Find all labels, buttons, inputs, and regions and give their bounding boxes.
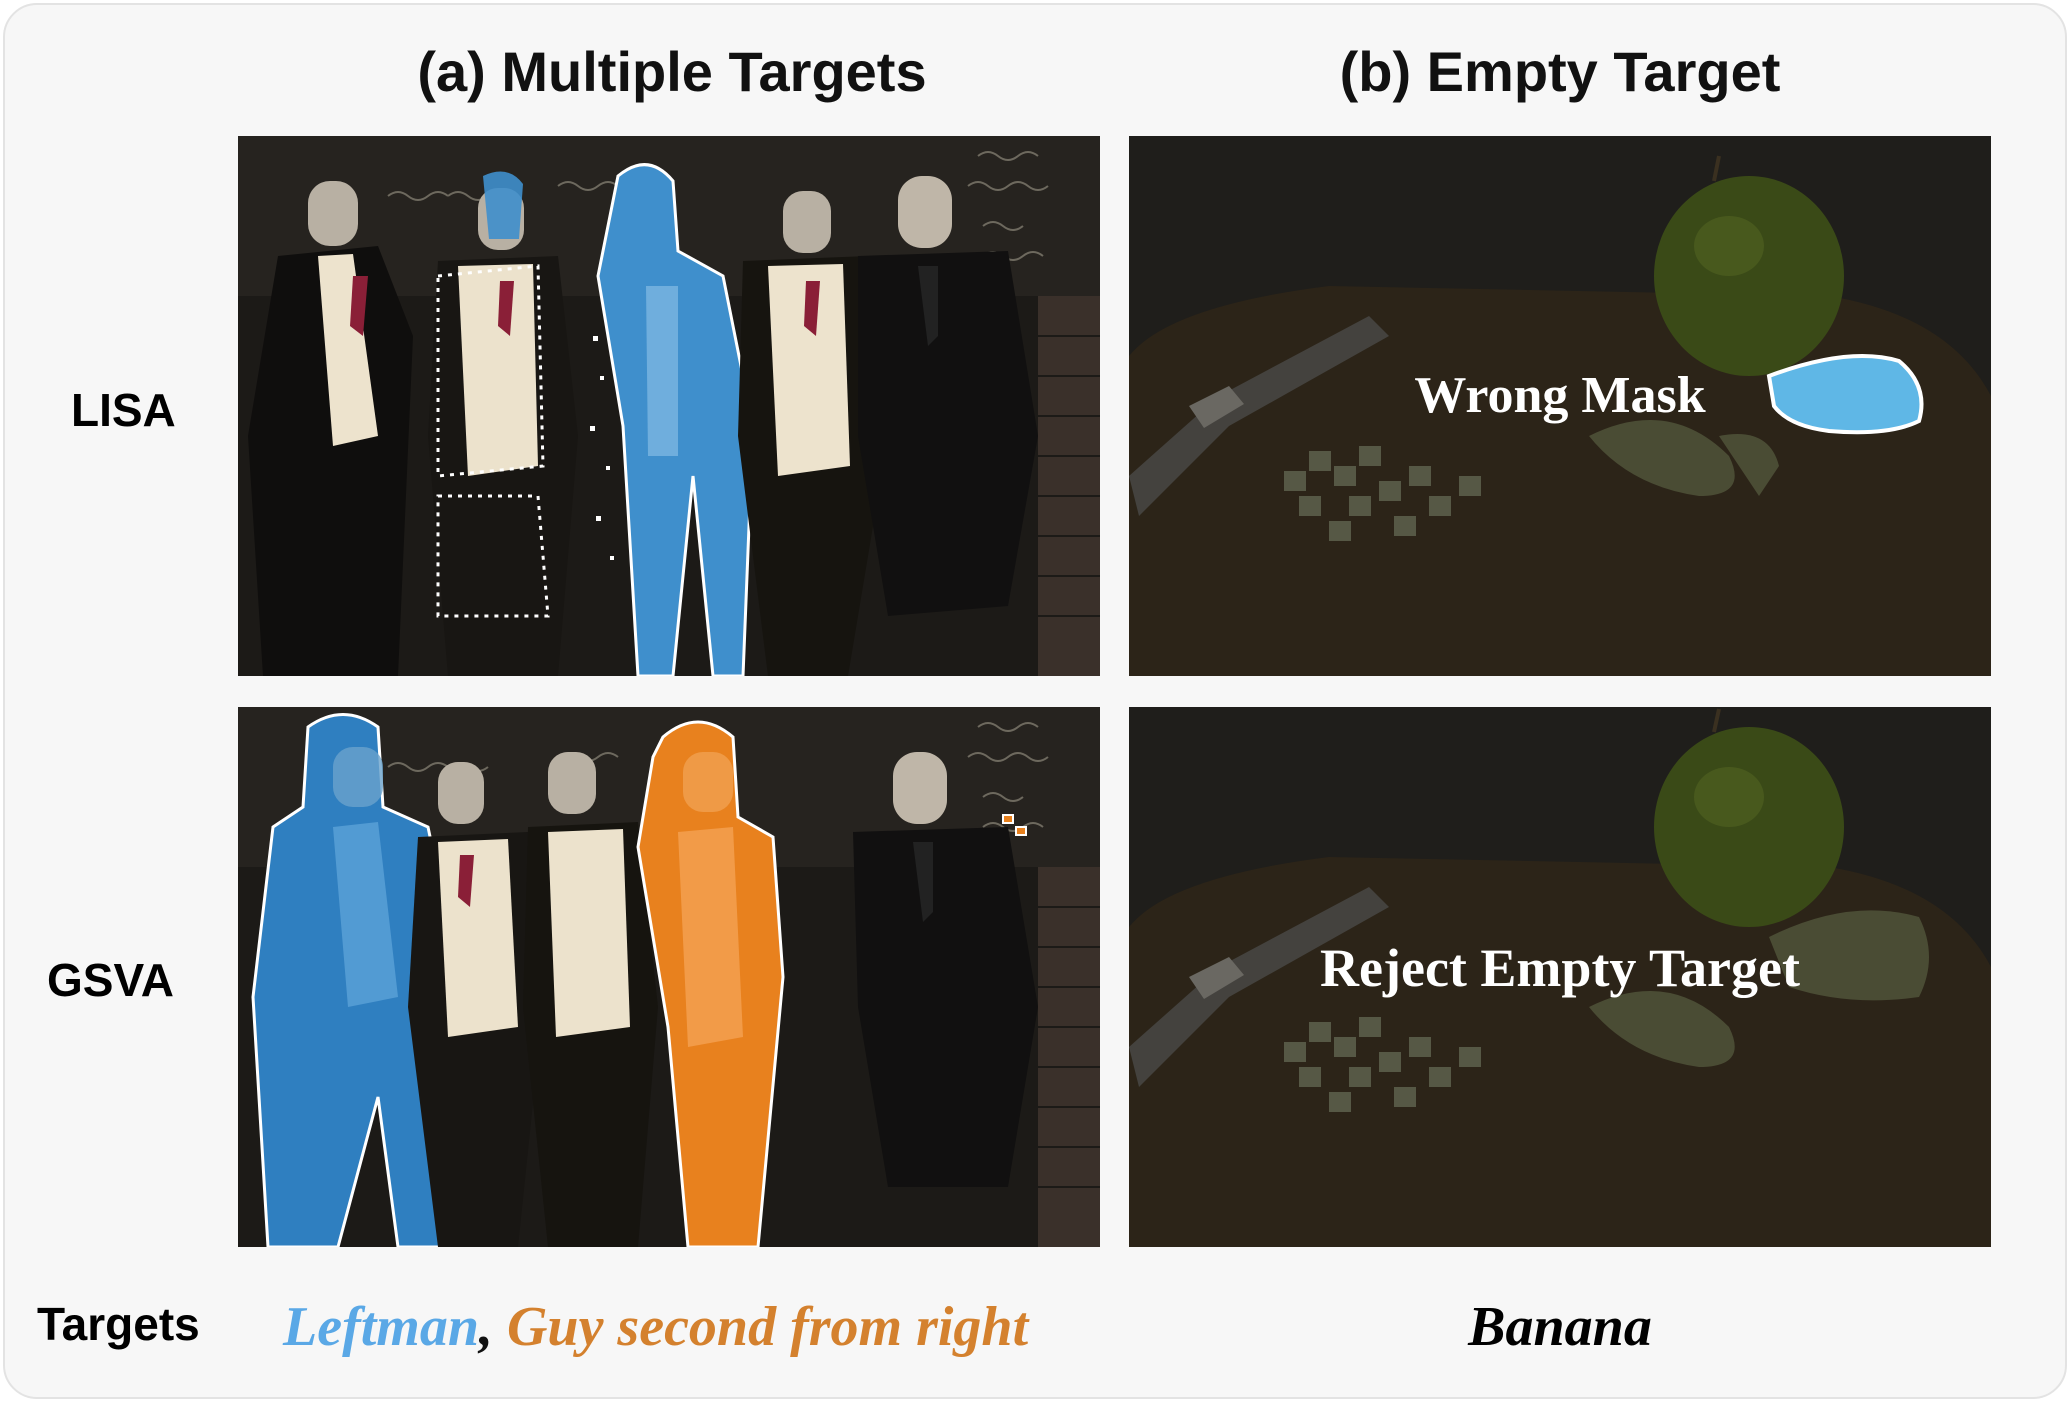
target-leftman: Leftman (283, 1296, 479, 1358)
figure-panel: (a) Multiple Targets (b) Empty Target LI… (3, 3, 2067, 1399)
lisa-empty-target-photo (1129, 136, 1991, 676)
targets-multiple-caption: Leftman, Guy second from right (283, 1295, 1028, 1359)
column-title-empty-target: (b) Empty Target (1339, 40, 1781, 103)
row-label-targets: Targets (37, 1298, 200, 1350)
row-label-lisa: LISA (71, 384, 176, 436)
wrong-mask-label: Wrong Mask (1414, 367, 1706, 424)
gsva-multiple-targets-photo (238, 707, 1100, 1247)
reject-empty-target-label: Reject Empty Target (1320, 938, 1800, 998)
row-label-gsva: GSVA (47, 954, 174, 1006)
gsva-empty-target-image: Reject Empty Target (1129, 707, 1991, 1247)
gsva-multiple-targets-image (238, 707, 1100, 1247)
lisa-multiple-targets-image (238, 136, 1100, 676)
lisa-multiple-targets-photo (238, 136, 1100, 676)
gsva-empty-target-photo (1129, 707, 1991, 1247)
target-separator: , (478, 1296, 493, 1358)
lisa-empty-target-image: Wrong Mask (1129, 136, 1991, 676)
target-banana: Banana (1468, 1296, 1652, 1358)
target-guy-second-from-right: Guy second from right (506, 1296, 1029, 1358)
column-title-multiple-targets: (a) Multiple Targets (417, 40, 927, 103)
